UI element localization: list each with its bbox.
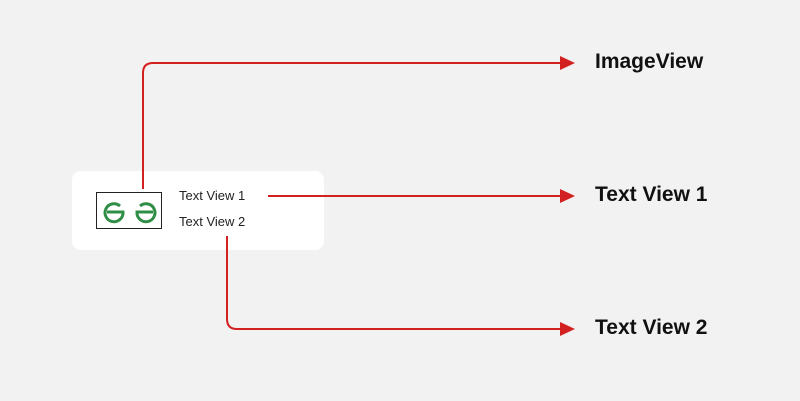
arrowhead-text-view-1 [560, 189, 575, 203]
logo-left-g [103, 202, 125, 224]
logo-right-g [135, 202, 157, 224]
layout-card: Text View 1 Text View 2 [72, 171, 324, 250]
image-view-box [96, 192, 162, 229]
callout-text-view-1: Text View 1 [595, 183, 708, 206]
callout-text-view-2: Text View 2 [595, 316, 708, 339]
arrowhead-imageview [560, 56, 575, 70]
arrowhead-text-view-2 [560, 322, 575, 336]
text-view-1-label: Text View 1 [179, 188, 246, 203]
callout-imageview: ImageView [595, 50, 704, 73]
geeksforgeeks-logo-icon [103, 202, 157, 224]
text-view-2-label: Text View 2 [179, 214, 246, 229]
